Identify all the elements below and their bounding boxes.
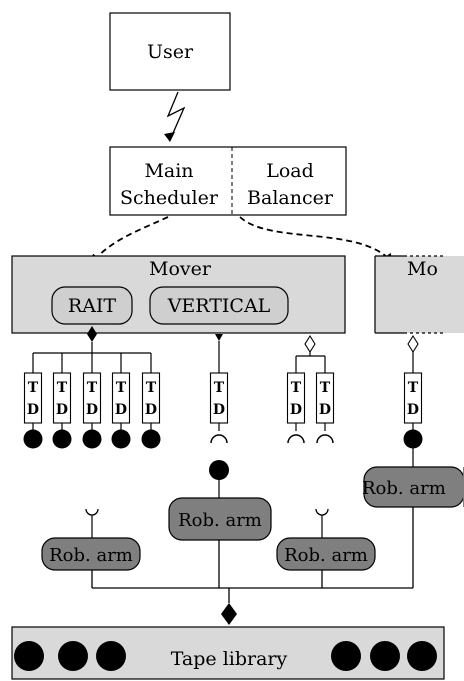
drive-label-bottom: D: [56, 402, 68, 418]
mover-partial-label: Mo: [407, 258, 438, 280]
tape-cartridge-icon: [14, 641, 44, 671]
tape-drive: TD: [52, 353, 72, 431]
drive-ball-connector-icon: [141, 429, 161, 449]
mover-label: Mover: [149, 258, 212, 280]
drive-socket-connector-icon: [316, 434, 334, 444]
tape-drive: TD: [209, 372, 229, 431]
drive-label-bottom: D: [319, 402, 331, 418]
drive-label-bottom: D: [27, 402, 39, 418]
tape-drive: TD: [286, 356, 306, 431]
drive-label-bottom: D: [145, 402, 157, 418]
partial-aggregation-diamond: [407, 334, 419, 354]
vertical-pill: [149, 286, 289, 325]
robot-arm-2: Rob. arm: [168, 497, 272, 541]
arm-socket-right: [315, 508, 329, 516]
drive-label-top: T: [320, 380, 331, 396]
drive-label-bottom: D: [86, 402, 98, 418]
tape-drive: TD: [23, 353, 43, 431]
drive-label-top: T: [116, 380, 127, 396]
wireless-link-icon: [166, 91, 186, 141]
tape-drive: TD: [111, 353, 131, 431]
drive-label-top: T: [214, 380, 225, 396]
drive-label-top: T: [291, 380, 302, 396]
tape-cartridge-icon: [370, 641, 400, 671]
drive-label-top: T: [408, 380, 419, 396]
load-balancer-line1: Load: [266, 160, 314, 182]
library-aggregation-diamond: [221, 603, 237, 625]
user-node: User: [109, 12, 231, 91]
mover-node: Mover RAIT VERTICAL: [11, 255, 346, 334]
vertical-label: VERTICAL: [167, 295, 271, 317]
tape-drive: TD: [403, 372, 423, 431]
arm-socket-left: [85, 508, 99, 516]
main-scheduler-line2: Scheduler: [120, 187, 219, 209]
wireless-link-arrow: [164, 132, 175, 142]
tape-drive: TD: [141, 353, 161, 431]
rait-aggregation-diamond: [87, 326, 97, 342]
tape-cartridge-icon: [407, 641, 437, 671]
robot-arm-label: Rob. arm: [49, 545, 133, 566]
scheduler-node: Main Scheduler Load Balancer: [109, 146, 347, 216]
robot-arm-label: Rob. arm: [178, 510, 262, 531]
tape-library-node: Tape library: [11, 626, 445, 680]
user-label: User: [147, 41, 194, 63]
drive-label-bottom: D: [290, 402, 302, 418]
robot-arm-1: Rob. arm: [41, 537, 141, 571]
dispatch-arrow-right: [239, 216, 394, 264]
drive-ball-connector-icon: [52, 429, 72, 449]
drive-label-bottom: D: [115, 402, 127, 418]
drive-label-bottom: D: [213, 402, 225, 418]
robot-arm-label: Rob. arm: [284, 545, 368, 566]
drive-label-top: T: [87, 380, 98, 396]
drive-ball-connector-icon: [82, 429, 102, 449]
load-balancer-line2: Balancer: [247, 187, 334, 209]
drive-label-top: T: [57, 380, 68, 396]
vertical-connector-icon: [215, 334, 223, 341]
mover-node-partial: Mo: [374, 255, 464, 334]
tape-cartridge-icon: [96, 641, 126, 671]
robot-arm-3: Rob. arm: [276, 537, 376, 571]
main-scheduler-line1: Main: [144, 160, 193, 182]
rait-label: RAIT: [68, 295, 117, 317]
drive-ball-connector-icon: [403, 429, 423, 449]
drive-label-top: T: [28, 380, 39, 396]
tape-cartridge-icon: [331, 641, 361, 671]
drive-label-top: T: [146, 380, 157, 396]
tape-drive: TD: [315, 356, 335, 431]
robot-arm-label: Rob. arm: [362, 478, 446, 499]
robot-arm-4: Rob. arm: [362, 466, 464, 508]
tape-cartridge-icon: [58, 641, 88, 671]
tape-drive: TD: [82, 353, 102, 431]
drive-ball-connector-icon: [111, 429, 131, 449]
tape-library-label: Tape library: [171, 648, 288, 670]
drive-socket-connector-icon: [210, 434, 228, 444]
drive-socket-connector-icon: [287, 434, 305, 444]
drive-connectors: [23, 429, 423, 449]
drive-ball-connector-icon: [23, 429, 43, 449]
robot-wiring: [85, 448, 414, 625]
pool-aggregation-diamond: [304, 334, 316, 354]
drive-label-bottom: D: [407, 402, 419, 418]
arm-gripper-ball: [209, 460, 229, 480]
rait-pill: [51, 286, 133, 325]
